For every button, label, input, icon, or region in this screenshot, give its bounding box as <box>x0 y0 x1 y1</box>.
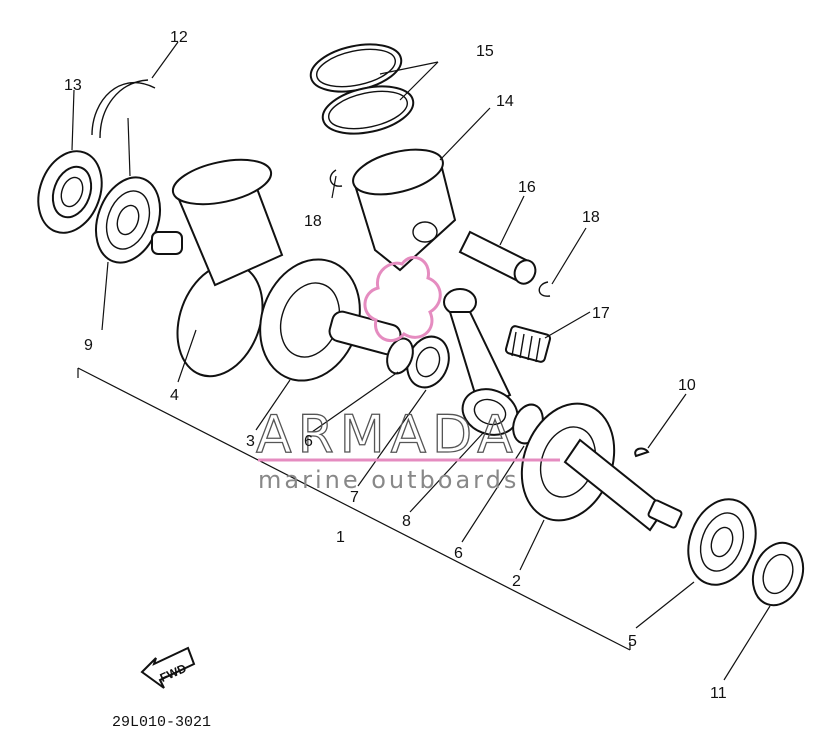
callout-9: 9 <box>84 337 93 354</box>
callout-14: 14 <box>496 93 514 110</box>
callout-8: 8 <box>402 513 411 530</box>
part-circlip-lower <box>538 281 551 297</box>
callout-15: 15 <box>476 43 494 60</box>
callout-18-left: 18 <box>304 213 322 230</box>
part-thrust-washer-left <box>386 337 414 375</box>
part-woodruff-key <box>634 447 650 458</box>
callout-5: 5 <box>628 633 637 650</box>
part-circlip-upper <box>329 169 343 187</box>
callout-7: 7 <box>350 489 359 506</box>
part-piston <box>352 148 457 272</box>
callout-16: 16 <box>518 179 536 196</box>
part-crankshaft-left <box>151 158 402 382</box>
part-piston-pin <box>458 230 537 285</box>
fwd-arrow-icon <box>140 646 196 689</box>
watermark-logo: ARMADA marine outboards <box>255 256 560 494</box>
callout-6-right: 6 <box>454 545 463 562</box>
callout-13: 13 <box>64 77 82 94</box>
part-bearing-left <box>95 176 161 264</box>
callout-10: 10 <box>678 377 696 394</box>
callout-12: 12 <box>170 29 188 46</box>
fwd-direction-arrow: FWD <box>140 646 196 689</box>
callout-labels: 1 2 3 4 5 6 6 7 8 9 10 11 12 13 14 15 16… <box>64 29 727 702</box>
watermark-subtitle: marine outboards <box>258 466 519 494</box>
watermark-title: ARMADA <box>256 405 519 465</box>
diagram-part-code: 29L010-3021 <box>112 714 211 731</box>
callout-17: 17 <box>592 305 610 322</box>
callout-11: 11 <box>710 685 727 702</box>
callout-4: 4 <box>170 387 179 404</box>
part-oil-seal-right <box>751 541 805 607</box>
callout-3: 3 <box>246 433 255 450</box>
part-bearing-right <box>687 498 757 586</box>
callout-2: 2 <box>512 573 521 590</box>
callout-1: 1 <box>336 529 345 546</box>
part-connecting-rod <box>443 288 519 436</box>
part-oil-seal-left <box>37 150 103 234</box>
part-crankshaft-right <box>520 402 683 532</box>
assembly-bracket-line <box>77 367 631 651</box>
part-small-end-bearing <box>504 325 552 363</box>
callout-18-right: 18 <box>582 209 600 226</box>
part-piston-rings <box>309 43 415 135</box>
callout-6-left: 6 <box>304 433 313 450</box>
part-snap-ring <box>91 79 156 139</box>
callout-leaders <box>71 41 771 681</box>
watermark-mark <box>363 256 442 342</box>
